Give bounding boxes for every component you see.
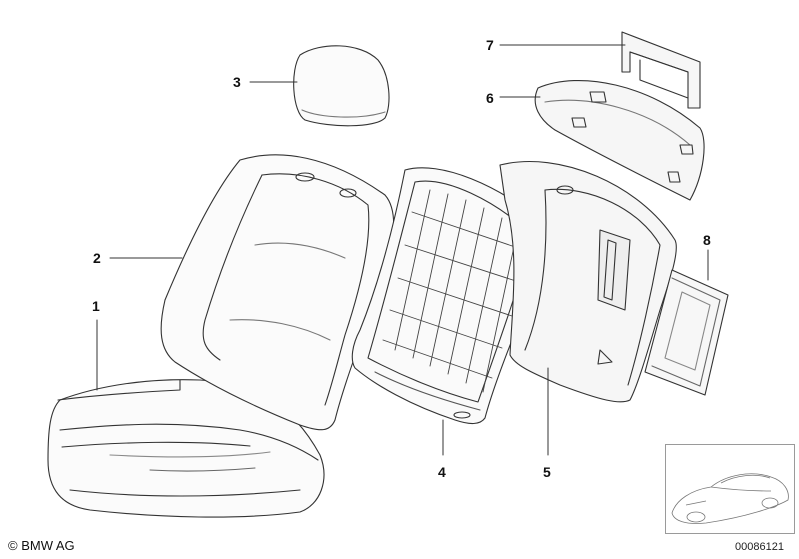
part-2-backrest-cover bbox=[160, 154, 395, 431]
callout-4: 4 bbox=[438, 464, 446, 480]
part-5-rear-panel bbox=[499, 161, 677, 403]
callout-2: 2 bbox=[93, 250, 101, 266]
callout-5: 5 bbox=[543, 464, 551, 480]
vehicle-thumbnail bbox=[665, 444, 795, 534]
leader-lines bbox=[96, 44, 709, 456]
part-8-map-pocket bbox=[644, 269, 729, 396]
copyright-text: © BMW AG bbox=[8, 538, 75, 553]
callout-3: 3 bbox=[233, 74, 241, 90]
part-6-upper-trim bbox=[534, 79, 705, 201]
callout-8: 8 bbox=[703, 232, 711, 248]
part-1-seat-cushion bbox=[47, 379, 325, 518]
callout-7: 7 bbox=[486, 37, 494, 53]
part-7-bracket bbox=[621, 31, 701, 109]
part-3-headrest bbox=[293, 45, 390, 127]
part-4-backrest-frame bbox=[351, 167, 550, 425]
car-outline-icon bbox=[671, 473, 789, 524]
document-number: 00086121 bbox=[735, 541, 784, 553]
callout-6: 6 bbox=[486, 90, 494, 106]
callout-1: 1 bbox=[92, 298, 100, 314]
